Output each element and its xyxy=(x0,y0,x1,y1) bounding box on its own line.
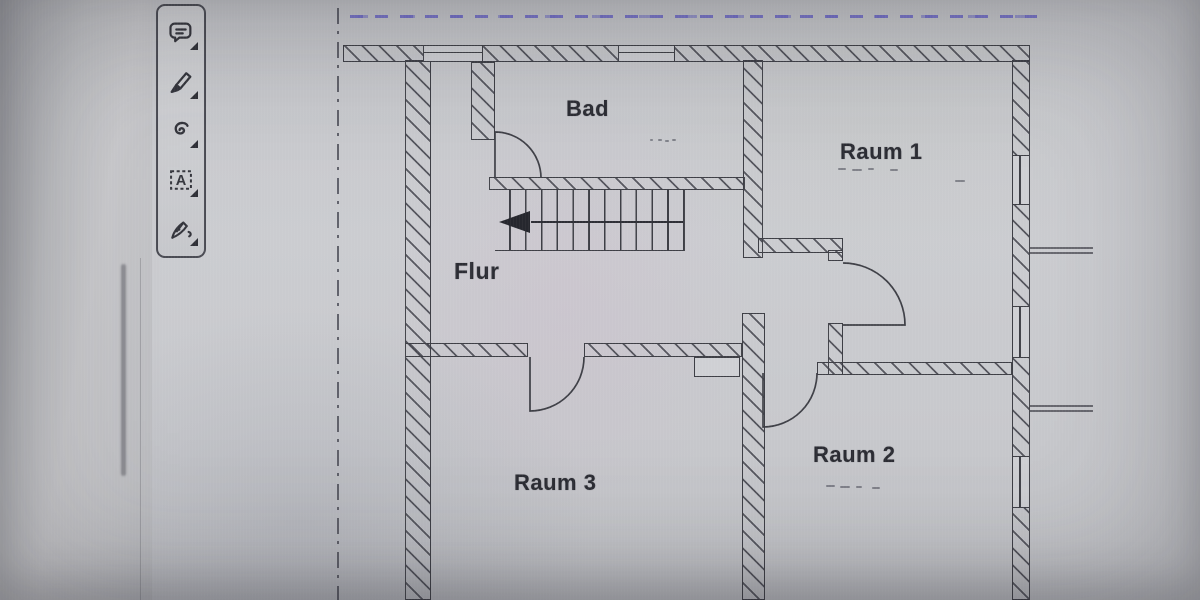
scrollbar[interactable] xyxy=(121,264,126,476)
boundary-dash-line-purple xyxy=(350,15,1037,19)
room-label-raum2: Raum 2 xyxy=(813,442,896,467)
note-tool-button[interactable] xyxy=(161,12,201,54)
window-right-3 xyxy=(1012,456,1030,508)
dim-mark xyxy=(840,486,850,488)
wall-bad-stairs xyxy=(489,177,745,190)
ink-pen-tool-button[interactable] xyxy=(161,208,201,250)
app-left-background xyxy=(0,0,152,600)
dim-mark xyxy=(856,486,862,488)
highlighter-icon xyxy=(167,68,195,96)
room-label-raum3: Raum 3 xyxy=(514,470,597,495)
door-arc-raum2 xyxy=(762,372,818,428)
window-right-1 xyxy=(1012,155,1030,205)
neighbor-line-2a xyxy=(1030,405,1093,407)
wall-flur-lobby-stub-upper xyxy=(828,250,843,261)
room-label-raum1: Raum 1 xyxy=(840,139,923,164)
text-tool-glyph: A xyxy=(176,173,187,189)
dim-mark xyxy=(955,180,965,182)
dim-mark xyxy=(868,168,874,170)
wall-exterior-left xyxy=(405,60,431,600)
door-arc-raum1 xyxy=(842,262,906,326)
room-label-flur: Flur xyxy=(454,258,500,284)
dim-mark xyxy=(658,139,662,141)
door-arc-bad xyxy=(494,131,542,179)
dim-mark xyxy=(872,487,880,489)
page-edge-divider xyxy=(140,258,141,600)
neighbor-line-1b xyxy=(1030,252,1093,254)
dim-mark xyxy=(852,169,862,171)
dim-mark xyxy=(826,485,835,487)
window-top-2 xyxy=(618,45,675,62)
neighbor-line-1a xyxy=(1030,247,1093,249)
annotation-toolbar: A xyxy=(156,4,206,258)
text-box-icon: A xyxy=(167,166,195,194)
stair-direction-arrow xyxy=(499,211,530,233)
wall-flur-raum3-left xyxy=(405,343,528,357)
neighbor-line-2b xyxy=(1030,410,1093,412)
freehand-icon xyxy=(167,117,195,145)
boundary-dash-line-vertical xyxy=(337,8,340,600)
wall-raum2-top xyxy=(817,362,1012,375)
floor-plan-canvas[interactable]: Bad Raum 1 Flur Raum 3 Raum 2 xyxy=(152,0,1200,600)
door-arcs xyxy=(494,131,906,428)
text-tool-button[interactable]: A xyxy=(161,159,201,201)
dim-mark xyxy=(838,168,846,170)
door-arc-raum3 xyxy=(529,356,585,412)
wall-raum3-raum2 xyxy=(742,313,765,600)
wall-exterior-top xyxy=(343,45,1030,62)
stair-walk-line xyxy=(531,221,683,223)
wall-raum1-bottom xyxy=(758,238,843,253)
room-label-bad: Bad xyxy=(566,96,610,121)
freehand-tool-button[interactable] xyxy=(161,110,201,152)
window-right-2 xyxy=(1012,306,1030,358)
note-icon xyxy=(167,19,195,47)
wall-bad-raum1 xyxy=(743,60,763,258)
dim-mark xyxy=(672,139,676,141)
dim-mark xyxy=(650,139,653,141)
wall-flur-raum3-right xyxy=(584,343,742,357)
dim-mark xyxy=(890,169,898,171)
wall-bad-left-stub xyxy=(471,62,495,140)
highlighter-tool-button[interactable] xyxy=(161,61,201,103)
chimney-shaft xyxy=(694,357,740,377)
dim-mark xyxy=(665,140,669,142)
window-top-1 xyxy=(423,45,483,62)
ink-pen-icon xyxy=(167,215,195,243)
